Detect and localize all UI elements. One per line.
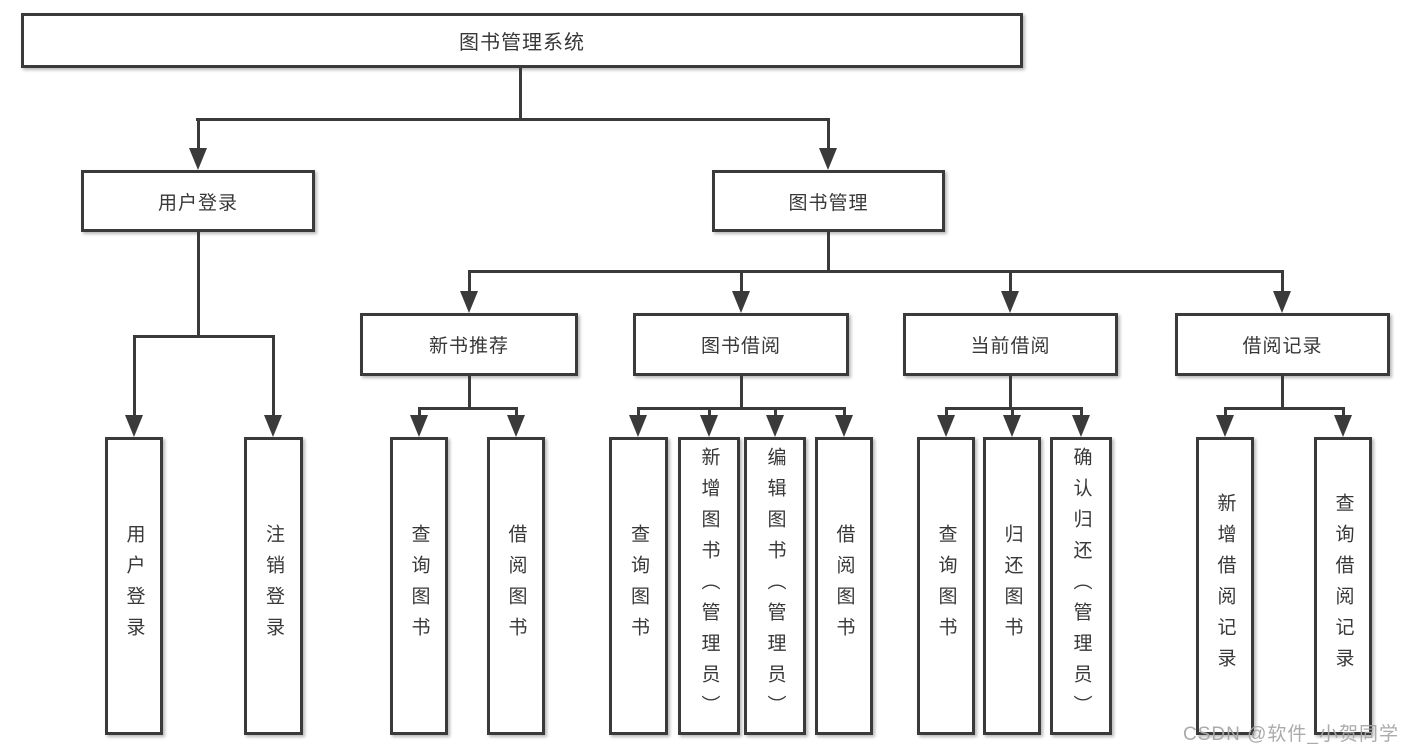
csdn-watermark: CSDN @软件_小贺同学 [1183, 724, 1399, 745]
connector-line [468, 270, 471, 295]
connector-line [1011, 407, 1014, 419]
arrow-down-icon [1001, 291, 1019, 313]
leaf-borrow-books: 借阅图书 [815, 437, 873, 735]
leaf-edit-books-admin: 编辑图书（管理员） [744, 437, 806, 735]
connector-line [843, 407, 846, 419]
connector-line [740, 376, 743, 409]
node-label: 查询图书 [935, 524, 957, 648]
connector-line [272, 335, 275, 419]
leaf-add-borrow-record: 新增借阅记录 [1196, 437, 1254, 735]
connector-line [515, 407, 518, 419]
node-label: 查询图书 [408, 524, 430, 648]
arrow-down-icon [835, 415, 853, 437]
leaf-query-books-borrow: 查询图书 [609, 437, 668, 735]
arrow-down-icon [1072, 415, 1090, 437]
arrow-down-icon [629, 415, 647, 437]
node-label: 新增借阅记录 [1214, 493, 1236, 679]
node-label: 编辑图书（管理员） [764, 446, 786, 726]
node-current-borrowing: 当前借阅 [903, 313, 1118, 376]
node-label: 新书推荐 [428, 336, 509, 357]
node-label: 图书管理系统 [459, 32, 585, 54]
leaf-confirm-return-admin: 确认归还（管理员） [1050, 437, 1112, 735]
node-label: 查询借阅记录 [1332, 493, 1354, 679]
arrow-down-icon [1273, 291, 1291, 313]
connector-line [827, 118, 830, 152]
node-book-borrowing: 图书借阅 [633, 313, 849, 376]
node-label: 注销登录 [263, 524, 284, 648]
node-user-login-branch: 用户登录 [81, 170, 315, 232]
connector-line [945, 407, 948, 419]
connector-line [637, 407, 640, 419]
node-label: 当前借阅 [970, 336, 1051, 357]
connector-line [1080, 407, 1083, 419]
arrow-down-icon [410, 415, 428, 437]
connector-line [1281, 270, 1284, 295]
connector-line [827, 232, 830, 272]
connector-line [468, 270, 1284, 273]
arrow-down-icon [732, 291, 750, 313]
connector-line [1342, 407, 1345, 419]
connector-line [133, 335, 136, 419]
arrow-down-icon [1216, 415, 1234, 437]
arrow-down-icon [819, 148, 837, 170]
node-borrowing-records: 借阅记录 [1175, 313, 1390, 376]
arrow-down-icon [1334, 415, 1352, 437]
arrow-down-icon [937, 415, 955, 437]
node-label: 新增图书（管理员） [698, 446, 720, 726]
connector-line [1224, 407, 1227, 419]
connector-line [519, 68, 522, 121]
arrow-down-icon [460, 291, 478, 313]
connector-line [637, 407, 845, 410]
node-label: 借阅记录 [1242, 336, 1323, 357]
connector-line [468, 376, 471, 409]
node-label: 用户登录 [157, 192, 238, 214]
node-label: 图书管理 [788, 192, 869, 214]
arrow-down-icon [264, 415, 282, 437]
arrow-down-icon [125, 415, 143, 437]
node-new-book-recommend: 新书推荐 [360, 313, 578, 376]
node-label: 借阅图书 [505, 524, 527, 648]
connector-line [1224, 407, 1344, 410]
node-label: 确认归还（管理员） [1070, 446, 1092, 726]
connector-line [1281, 376, 1284, 409]
leaf-user-login: 用户登录 [105, 437, 163, 735]
node-label: 归还图书 [1001, 524, 1023, 648]
connector-line [418, 407, 421, 419]
connector-line [708, 407, 711, 419]
connector-line [1009, 376, 1012, 409]
leaf-query-books-current: 查询图书 [917, 437, 975, 735]
leaf-query-borrow-record: 查询借阅记录 [1314, 437, 1372, 735]
connector-line [197, 232, 200, 338]
leaf-add-books-admin: 新增图书（管理员） [678, 437, 740, 735]
connector-line [196, 118, 830, 121]
leaf-query-books-recommend: 查询图书 [390, 437, 448, 735]
connector-line [740, 270, 743, 295]
leaf-logout: 注销登录 [244, 437, 303, 735]
connector-line [1009, 270, 1012, 295]
arrow-down-icon [1003, 415, 1021, 437]
node-label: 用户登录 [123, 524, 145, 648]
node-label: 查询图书 [628, 524, 649, 648]
connector-line [133, 335, 275, 338]
node-label: 图书借阅 [700, 336, 781, 357]
arrow-down-icon [700, 415, 718, 437]
arrow-down-icon [507, 415, 525, 437]
node-book-management-branch: 图书管理 [712, 170, 945, 232]
connector-line [197, 118, 200, 152]
leaf-borrow-books-recommend: 借阅图书 [487, 437, 545, 735]
connector-line [774, 407, 777, 419]
arrow-down-icon [189, 148, 207, 170]
connector-line [418, 407, 517, 410]
leaf-return-books: 归还图书 [983, 437, 1041, 735]
arrow-down-icon [766, 415, 784, 437]
node-root-system: 图书管理系统 [21, 13, 1023, 68]
node-label: 借阅图书 [833, 524, 855, 648]
